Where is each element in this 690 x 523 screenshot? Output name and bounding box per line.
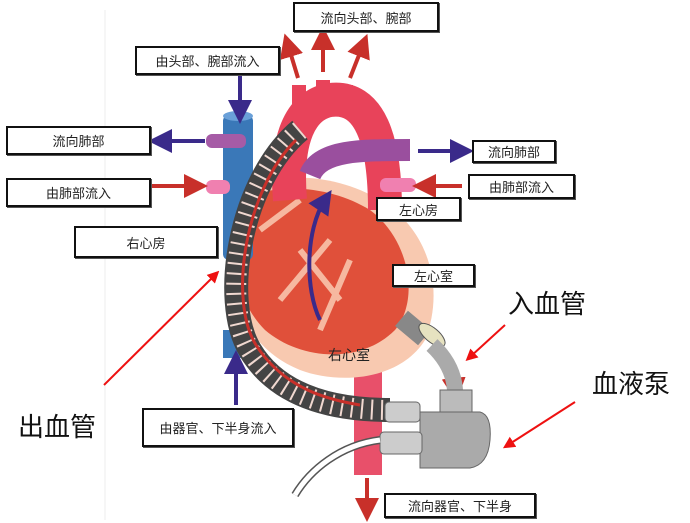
- pulmonary-artery: [299, 139, 411, 181]
- label-from-lungs-left: 由肺部流入: [6, 178, 151, 207]
- label-left-ventricle: 左心室: [392, 264, 475, 287]
- label-right-ventricle: 右心室: [328, 348, 370, 364]
- label-from-lungs-right: 由肺部流入: [468, 174, 575, 199]
- label-from-organs-lower: 由器官、下半身流入: [142, 408, 294, 447]
- label-from-head-arms: 由头部、腕部流入: [135, 46, 280, 75]
- label-inflow-cannula: 入血管: [508, 290, 587, 320]
- label-to-head-arms: 流向头部、腕部: [293, 2, 439, 32]
- blood-pump-device: [291, 389, 491, 498]
- label-to-lungs-left: 流向肺部: [6, 126, 151, 155]
- inflow-cannula: [426, 339, 463, 391]
- label-left-atrium: 左心房: [376, 197, 461, 221]
- label-blood-pump: 血液泵: [592, 370, 671, 400]
- label-to-lungs-right: 流向肺部: [472, 140, 556, 163]
- label-to-organs-lower: 流向器官、下半身: [384, 493, 536, 518]
- label-outflow-cannula: 出血管: [18, 413, 97, 443]
- label-right-atrium: 右心房: [74, 226, 218, 258]
